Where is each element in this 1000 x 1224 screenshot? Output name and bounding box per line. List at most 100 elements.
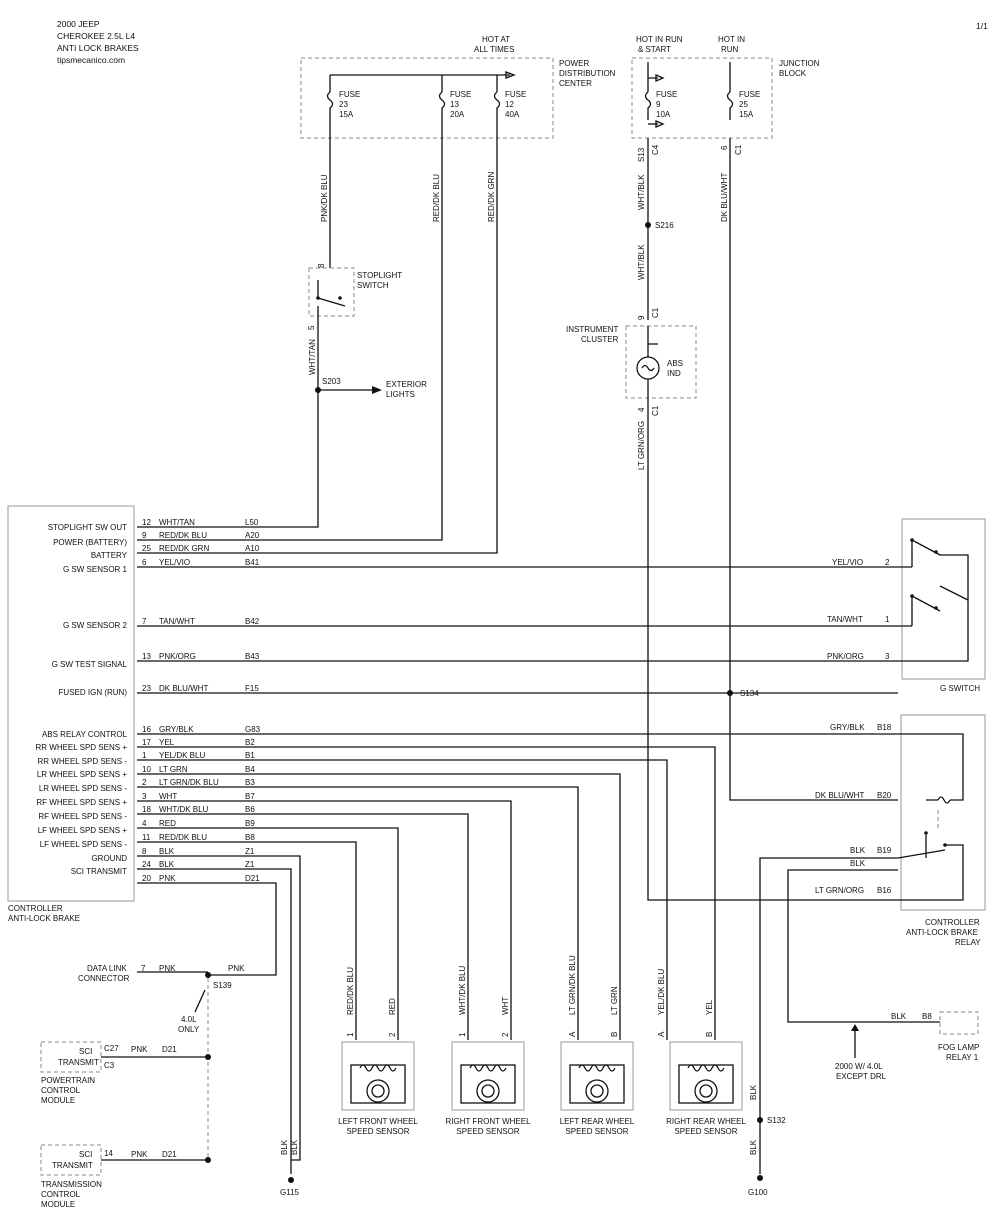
- cluster-pin-4: 4: [637, 407, 646, 412]
- label-s132: S132: [767, 1116, 786, 1125]
- option-4-0l: 4.0L: [181, 1015, 197, 1024]
- controller-pin-name: RF WHEEL SPD SENS -: [38, 812, 127, 821]
- controller-pin-name: LF WHEEL SPD SENS +: [38, 826, 128, 835]
- svg-text:15A: 15A: [339, 110, 354, 119]
- controller-pin-number: 2: [142, 778, 147, 787]
- controller-pin-number: 23: [142, 684, 151, 693]
- stoplight-pin-8: 8: [317, 263, 326, 268]
- conn-s13: S13: [637, 147, 646, 162]
- fog-label-1: FOG LAMP: [938, 1043, 979, 1052]
- jb-label-1: JUNCTION: [779, 59, 820, 68]
- g-switch: [901, 518, 986, 680]
- sensor-wire-2: YEL: [705, 999, 714, 1015]
- junction-block: [631, 57, 773, 139]
- controller-pin-number: 13: [142, 652, 151, 661]
- pdc-bus: [329, 74, 510, 92]
- gsw-p2: 1: [885, 615, 890, 624]
- tcm-color: PNK: [131, 1150, 148, 1159]
- controller-pin-name: G SW SENSOR 2: [63, 621, 128, 630]
- sensor-pin-2: B: [705, 1032, 714, 1037]
- controller-wire-color: BLK: [159, 860, 175, 869]
- cluster-label-1: INSTRUMENT: [566, 325, 619, 334]
- sensor-wire-2: RED: [388, 998, 397, 1015]
- controller-circuit-id: G83: [245, 725, 261, 734]
- label-s134: S134: [740, 689, 759, 698]
- controller-wire-color: GRY/BLK: [159, 725, 194, 734]
- sensor-coil: [687, 1064, 725, 1072]
- sensor-label-1: LEFT FRONT WHEEL: [338, 1117, 418, 1126]
- stoplight-contacts: [317, 280, 346, 330]
- controller-pin-name: STOPLIGHT SW OUT: [48, 523, 127, 532]
- cluster-c1-bottom: C1: [651, 405, 660, 416]
- sensor-housing: [669, 1041, 743, 1111]
- svg-text:12: 12: [505, 100, 514, 109]
- controller-wire-color: YEL: [159, 738, 175, 747]
- sensor-tone-ring: [476, 1079, 500, 1103]
- controller-pin-name: LF WHEEL SPD SENS -: [40, 840, 128, 849]
- controller-pin-name: RR WHEEL SPD SENS +: [35, 743, 127, 752]
- controller-wire-color: YEL/VIO: [159, 558, 190, 567]
- label-s139: S139: [213, 981, 232, 990]
- controller-pin-number: 3: [142, 792, 147, 801]
- pcm-circuit: D21: [162, 1045, 177, 1054]
- splice-s134: [727, 690, 733, 696]
- relay-p2: B20: [877, 791, 892, 800]
- label-wht-blk-2: WHT/BLK: [637, 244, 646, 280]
- sensor-tone-ring: [366, 1079, 390, 1103]
- abs-label: ABS: [667, 359, 683, 368]
- controller-pin-number: 25: [142, 544, 151, 553]
- label-ltgrn-org: LT GRN/ORG: [637, 421, 646, 470]
- pcm-sci: SCI: [79, 1047, 92, 1056]
- and-start-label: & START: [638, 45, 671, 54]
- title-line-1: 2000 JEEP: [57, 19, 100, 29]
- sensor-pin-1: 1: [346, 1032, 355, 1037]
- controller-label-1: CONTROLLER: [8, 904, 63, 913]
- sensor-label-1: RIGHT REAR WHEEL: [666, 1117, 746, 1126]
- controller-pin-number: 24: [142, 860, 151, 869]
- controller-circuit-id: B43: [245, 652, 260, 661]
- ground-and-sci-wires: [137, 855, 301, 1174]
- controller-circuit-id: A20: [245, 531, 260, 540]
- pdc-label-2: DISTRIBUTION: [559, 69, 616, 78]
- g-switch-label: G SWITCH: [940, 684, 980, 693]
- sensor-housing: [560, 1041, 634, 1111]
- label-g100: G100: [748, 1188, 768, 1197]
- controller-pin-name: RR WHEEL SPD SENS -: [38, 757, 128, 766]
- dlc-color-1: PNK: [159, 964, 176, 973]
- controller-circuit-id: B8: [245, 833, 255, 842]
- tcm-label-3: MODULE: [41, 1200, 75, 1209]
- sensor-label-2: SPEED SENSOR: [565, 1127, 628, 1136]
- controller-circuit-id: F15: [245, 684, 259, 693]
- gsw-p1: 2: [885, 558, 890, 567]
- pcm-transmit: TRANSMIT: [58, 1058, 99, 1067]
- sensor-bracket: [678, 1064, 734, 1104]
- controller-pin-name: LR WHEEL SPD SENS -: [39, 784, 128, 793]
- jb-arrow: [655, 74, 665, 82]
- splice-s132: [757, 1117, 763, 1123]
- pcm-label-2: CONTROL: [41, 1086, 81, 1095]
- hot-run-start-label: HOT IN RUN: [636, 35, 683, 44]
- hot-in-label: HOT IN: [718, 35, 745, 44]
- sensor-wire-1: RED/DK BLU: [346, 967, 355, 1015]
- ind-label: IND: [667, 369, 681, 378]
- svg-text:FUSE: FUSE: [450, 90, 471, 99]
- wire-ltgrn-org: [647, 400, 898, 901]
- sensor-pin-1: A: [657, 1031, 666, 1037]
- splice-s216: [645, 222, 651, 228]
- controller-label-2: ANTI-LOCK BRAKE: [8, 914, 80, 923]
- controller-circuit-id: B41: [245, 558, 260, 567]
- controller-pin-name: RF WHEEL SPD SENS +: [36, 798, 127, 807]
- abs-relay: [900, 714, 986, 911]
- controller-circuit-id: B7: [245, 792, 255, 801]
- pcm-box: [40, 1041, 102, 1073]
- relay-p5: B16: [877, 886, 892, 895]
- controller-pin-number: 11: [142, 833, 151, 842]
- controller-wire-color: WHT: [159, 792, 177, 801]
